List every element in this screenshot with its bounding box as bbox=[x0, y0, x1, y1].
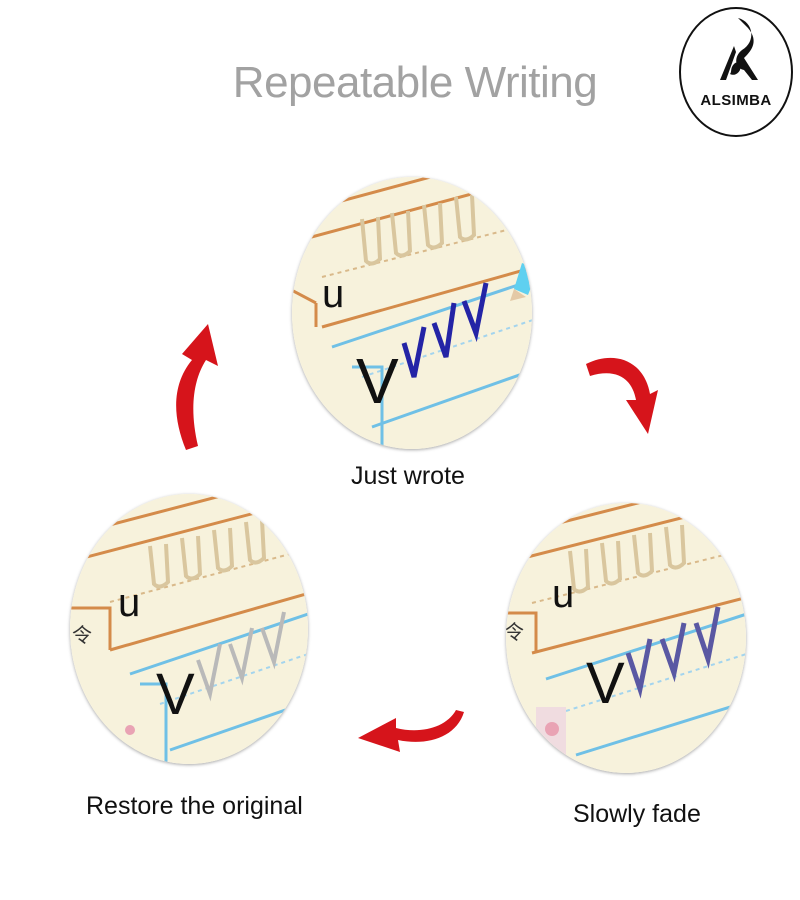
curved-arrow-icon bbox=[358, 710, 464, 752]
svg-text:令: 令 bbox=[506, 620, 524, 644]
stage-caption-just-wrote: Just wrote bbox=[351, 462, 465, 490]
curved-arrow-icon bbox=[176, 324, 218, 450]
curved-arrow-icon bbox=[586, 357, 658, 434]
brand-name: ALSIMBA bbox=[700, 92, 772, 109]
practice-letter-v: V bbox=[156, 662, 195, 727]
stage-restore-original-image: 令 u V bbox=[70, 494, 308, 764]
stage-just-wrote-image: u V bbox=[292, 177, 532, 449]
practice-letter-v: V bbox=[586, 651, 625, 716]
brand-logo: ALSIMBA bbox=[678, 4, 794, 138]
practice-letter-u: u bbox=[322, 272, 344, 316]
practice-letter-u: u bbox=[552, 572, 574, 616]
stage-caption-slowly-fade: Slowly fade bbox=[573, 800, 701, 828]
practice-letter-u: u bbox=[118, 581, 140, 625]
alsimba-logo-icon bbox=[679, 7, 793, 137]
stage-slowly-fade-image: 令 u V bbox=[506, 503, 746, 773]
stage-caption-restore-original: Restore the original bbox=[86, 792, 303, 820]
svg-text:令: 令 bbox=[72, 623, 92, 647]
practice-letter-v: V bbox=[356, 345, 399, 417]
page-title: Repeatable Writing bbox=[232, 58, 598, 107]
